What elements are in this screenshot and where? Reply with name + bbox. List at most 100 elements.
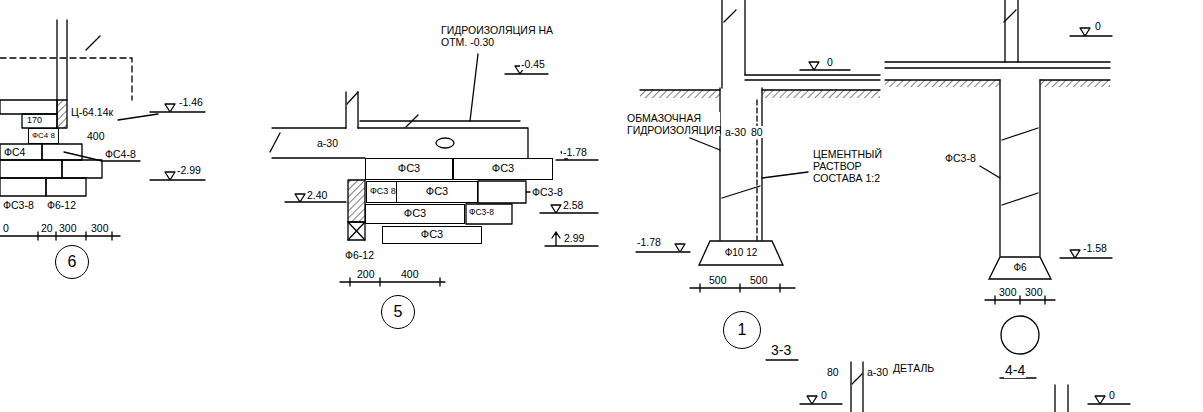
detail-2-drawing-stroke bbox=[985, 296, 1055, 304]
detail-5-drawing-stroke bbox=[272, 157, 365, 158]
level-mark: 2.58 bbox=[562, 199, 584, 211]
detail-5-drawing-stroke bbox=[545, 232, 598, 246]
detail-2-drawing-stroke bbox=[1000, 80, 1040, 256]
detail-5-drawing-stroke bbox=[270, 133, 280, 152]
detail-number-circle: 5 bbox=[381, 295, 415, 329]
detail-1-drawing-stroke bbox=[762, 90, 880, 98]
block-text: ФС3 bbox=[426, 186, 448, 198]
level-mark: -2.99 bbox=[176, 164, 202, 176]
block-mark-label: Ф6-12 bbox=[46, 199, 77, 211]
detail-6-drawing-stroke bbox=[0, 58, 132, 100]
block-text: ФС3 bbox=[404, 208, 426, 220]
block-text: 5 bbox=[394, 304, 403, 321]
block-text: ФС3 8 bbox=[370, 187, 396, 196]
detail-5-drawing-stroke bbox=[272, 128, 528, 158]
detail-6-drawing-stroke bbox=[0, 178, 46, 196]
block-text: ФС3 bbox=[398, 163, 420, 175]
block-mark-label: ФС4-8 bbox=[104, 148, 137, 160]
detail-2-drawing-stroke bbox=[1004, 10, 1016, 22]
detail-6-drawing-stroke bbox=[0, 160, 62, 178]
section-title: 3-3 bbox=[770, 342, 792, 358]
detail-number-circle: 1 bbox=[723, 311, 761, 349]
level-mark: -1.46 bbox=[178, 96, 204, 108]
section-drawing bbox=[766, 360, 1130, 412]
detail-5-drawing-stroke bbox=[360, 115, 520, 127]
footing-slab: Ф6 bbox=[988, 256, 1052, 280]
detail-5-drawing-stroke bbox=[478, 181, 526, 203]
block-mark-label: ФС3-8 bbox=[944, 152, 977, 164]
detail-5-drawing-stroke bbox=[346, 92, 358, 128]
block-mark-label: ФС4 bbox=[3, 146, 26, 158]
level-mark: 0 bbox=[1094, 20, 1102, 32]
dimension-label: 200 bbox=[356, 268, 376, 280]
detail-1-drawing bbox=[636, 0, 880, 292]
block-mark-box: ФС4 8 bbox=[28, 128, 59, 144]
detail-2-drawing-stroke bbox=[1040, 80, 1110, 87]
detail-2-drawing-stroke bbox=[885, 62, 1110, 80]
foundation-block: ФС3 bbox=[453, 158, 553, 180]
block-text: 6 bbox=[68, 254, 77, 271]
note-label: ДЕТАЛЬ bbox=[892, 362, 935, 374]
detail-5-drawing-stroke bbox=[348, 222, 365, 240]
detail-1-drawing-stroke bbox=[800, 62, 850, 70]
detail-6-drawing-stroke bbox=[22, 114, 57, 128]
block-mark-label: ФС3-8 bbox=[531, 186, 564, 198]
detail-5-drawing-stroke bbox=[348, 180, 365, 222]
section-drawing-stroke bbox=[766, 359, 798, 360]
level-mark: -1.78 bbox=[562, 146, 588, 158]
dimension-label: 300 bbox=[1024, 286, 1044, 298]
block-mark-label: ФС3-8 bbox=[2, 199, 35, 211]
dimension-label: 80 bbox=[750, 126, 764, 138]
block-mark-label: Ц-64.14к bbox=[70, 106, 114, 118]
level-mark: -1.78 bbox=[636, 236, 662, 248]
detail-1-drawing-stroke bbox=[762, 172, 808, 178]
block-text: 1 bbox=[738, 322, 747, 339]
dimension-label: 500 bbox=[708, 274, 728, 286]
detail-6-drawing-stroke bbox=[57, 20, 67, 100]
detail-5-drawing-stroke bbox=[348, 222, 365, 240]
dimension-label: 300 bbox=[998, 286, 1018, 298]
block-mark-label: ФС3-8 bbox=[468, 208, 495, 218]
dimension-label: 0 bbox=[2, 222, 10, 234]
section-drawing-stroke bbox=[852, 374, 862, 384]
note-label: ГИДРОИЗОЛЯЦИЯ НА ОТМ. -0.30 bbox=[440, 24, 554, 48]
dimension-label: 300 bbox=[90, 222, 110, 234]
detail-2-drawing-stroke bbox=[1005, 0, 1018, 62]
detail-2-drawing-stroke bbox=[885, 80, 1000, 87]
detail-6-drawing-stroke bbox=[62, 160, 102, 178]
detail-6-drawing-stroke bbox=[0, 100, 57, 114]
block-text: Ф6 bbox=[1013, 263, 1026, 274]
dimension-label: а-30 bbox=[316, 137, 339, 149]
footing-slab: Ф10 12 bbox=[698, 240, 784, 266]
detail-5-drawing-stroke bbox=[470, 54, 478, 121]
detail-1-drawing-stroke bbox=[722, 0, 745, 88]
detail-5-drawing-stroke bbox=[347, 92, 358, 104]
detail-number-circle: 6 bbox=[55, 245, 89, 279]
detail-1-drawing-stroke bbox=[756, 100, 757, 240]
dimension-label: 400 bbox=[400, 268, 420, 280]
detail-6-drawing-stroke bbox=[42, 144, 82, 160]
dimension-label: 80 bbox=[826, 366, 840, 378]
dimension-label: 20 bbox=[40, 222, 54, 234]
level-mark: 2.40 bbox=[306, 189, 328, 201]
note-label: ОБМАЗОЧНАЯ ГИДРОИЗОЛЯЦИЯ bbox=[626, 112, 720, 136]
detail-1-drawing-stroke bbox=[640, 90, 720, 98]
dimension-label: 500 bbox=[749, 274, 769, 286]
level-mark: 0 bbox=[820, 389, 828, 401]
dimension-label: 400 bbox=[86, 130, 106, 142]
section-drawing-stroke bbox=[1055, 385, 1068, 412]
level-mark: 0 bbox=[826, 56, 834, 68]
detail-5-drawing-stroke bbox=[526, 191, 530, 192]
detail-2-drawing-stroke bbox=[1070, 28, 1112, 36]
detail-5-drawing-stroke bbox=[436, 138, 454, 148]
foundation-block: ФС3 bbox=[382, 226, 482, 244]
detail-5-drawing bbox=[270, 54, 598, 286]
detail-1-drawing-stroke bbox=[640, 75, 880, 90]
foundation-block: ФС3 bbox=[365, 158, 453, 180]
detail-1-drawing-stroke bbox=[690, 138, 720, 150]
foundation-block: ФС3 bbox=[396, 181, 478, 203]
level-mark: -0.45 bbox=[520, 58, 546, 70]
foundation-block: ФС3 bbox=[365, 204, 465, 224]
